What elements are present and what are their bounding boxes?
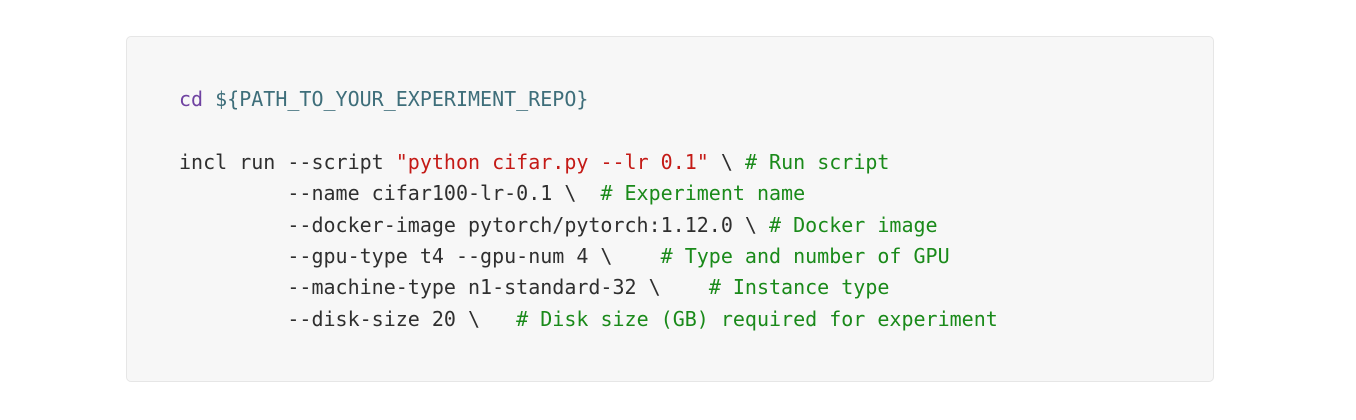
option-disk-size-comment: # Disk size (GB) required for experiment — [516, 306, 998, 331]
option-gpu-line: --gpu-type t4 --gpu-num 4 \ — [179, 244, 661, 269]
code-content: cd ${PATH_TO_YOUR_EXPERIMENT_REPO} incl … — [179, 84, 998, 335]
option-machine-type-comment: # Instance type — [708, 275, 890, 300]
cd-command: cd — [179, 87, 204, 111]
repo-path-variable: ${PATH_TO_YOUR_EXPERIMENT_REPO} — [215, 87, 589, 111]
run-command-continuation: \ — [708, 149, 745, 174]
option-disk-size-line: --disk-size 20 \ — [179, 306, 517, 331]
code-block: cd ${PATH_TO_YOUR_EXPERIMENT_REPO} incl … — [126, 36, 1214, 382]
option-docker-image-comment: # Docker image — [769, 212, 938, 237]
option-docker-image-line: --docker-image pytorch/pytorch:1.12.0 \ — [179, 212, 770, 237]
option-machine-type-line: --machine-type n1-standard-32 \ — [179, 275, 709, 300]
option-name-line: --name cifar100-lr-0.1 \ — [179, 181, 601, 206]
run-script-comment: # Run script — [744, 149, 890, 174]
run-command-prefix: incl run --script — [179, 149, 396, 174]
script-string: "python cifar.py --lr 0.1" — [395, 149, 709, 174]
option-gpu-comment: # Type and number of GPU — [660, 244, 950, 269]
option-name-comment: # Experiment name — [600, 181, 806, 206]
